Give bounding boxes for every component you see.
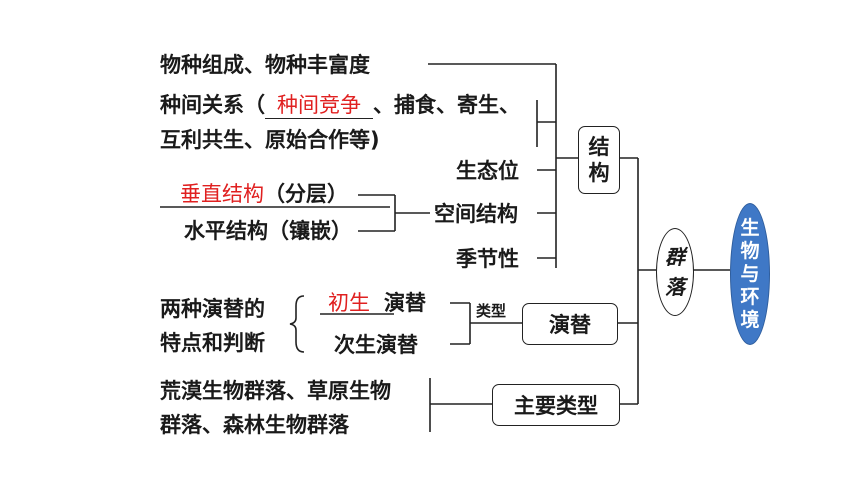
- succession-box: 演替: [522, 303, 618, 345]
- primary-suffix: 演替: [384, 291, 426, 315]
- primary-text: 初生演替: [328, 290, 426, 316]
- community-ellipse: 群 落: [656, 228, 694, 316]
- niche-text: 生态位: [456, 159, 519, 183]
- vertical-text: 垂直结构（分层）: [180, 181, 348, 207]
- vertical-suffix: （分层）: [264, 182, 348, 206]
- env-char-5: 境: [740, 308, 760, 331]
- spatial-text: 空间结构: [434, 202, 518, 226]
- succession-question-2: 特点和判断: [160, 331, 265, 355]
- primary-blank: 初生: [328, 291, 370, 315]
- structure-char-2: 构: [588, 161, 610, 185]
- community-char-2: 落: [665, 275, 685, 299]
- env-char-2: 物: [740, 239, 760, 262]
- relation-prefix: 种间关系（: [160, 93, 265, 117]
- env-char-1: 生: [740, 216, 760, 239]
- main-types-line-2: 群落、森林生物群落: [160, 413, 349, 437]
- relation-blank: 种间竞争: [265, 92, 373, 119]
- environment-ellipse: 生 物 与 环 境: [730, 203, 770, 345]
- vertical-blank: 垂直结构: [180, 182, 264, 206]
- relation-line-1: 种间关系（种间竞争、捕食、寄生、: [160, 92, 520, 119]
- env-char-4: 环: [740, 285, 760, 308]
- relation-line-2: 互利共生、原始合作等): [160, 128, 380, 152]
- community-char-1: 群: [665, 245, 685, 269]
- type-label: 类型: [476, 302, 507, 320]
- main-types-box: 主要类型: [492, 384, 620, 426]
- structure-char-1: 结: [588, 135, 610, 159]
- seasonal-text: 季节性: [456, 247, 519, 271]
- succession-question-1: 两种演替的: [160, 297, 265, 321]
- secondary-text: 次生演替: [334, 333, 418, 357]
- horizontal-text: 水平结构（镶嵌）: [184, 219, 352, 243]
- main-types-line-1: 荒漠生物群落、草原生物: [160, 379, 391, 403]
- env-char-3: 与: [740, 262, 760, 285]
- composition-text: 物种组成、物种丰富度: [160, 53, 370, 77]
- relation-suffix: 、捕食、寄生、: [373, 93, 520, 117]
- brace-succession: [289, 295, 305, 353]
- structure-box: 结 构: [578, 126, 620, 194]
